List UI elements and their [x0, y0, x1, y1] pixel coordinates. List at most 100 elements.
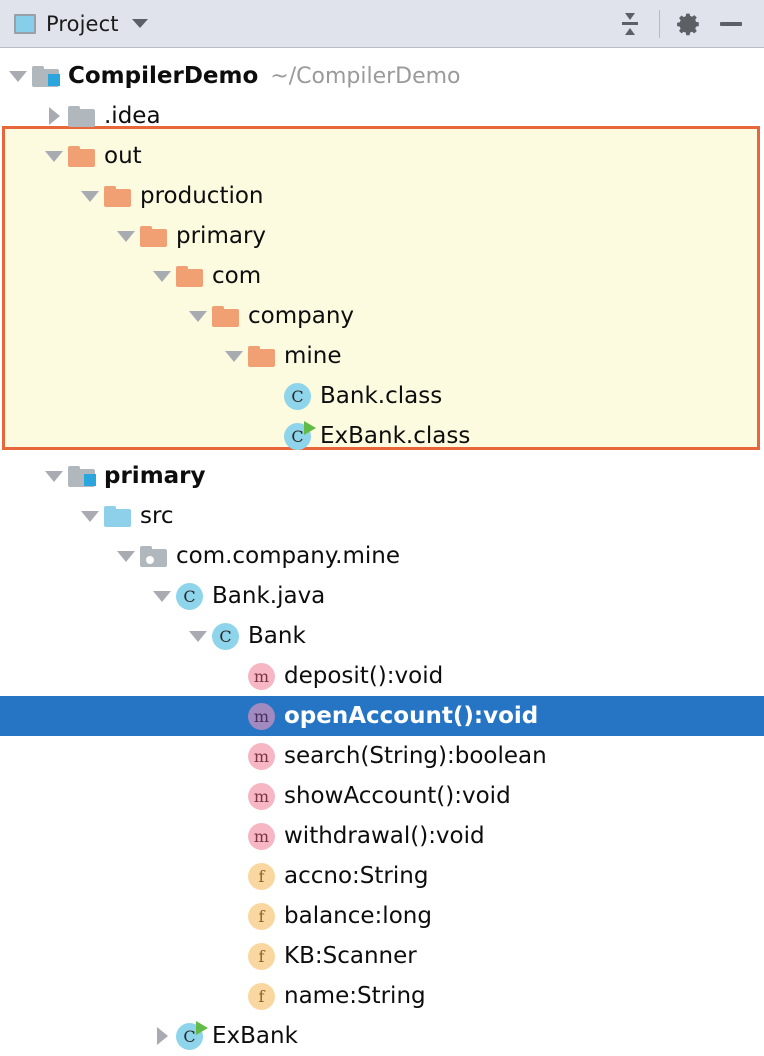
- field-icon: f: [248, 856, 278, 896]
- field-icon: f: [248, 942, 275, 970]
- tree-toggle-placeholder: [220, 816, 248, 856]
- folder-icon: [248, 345, 275, 367]
- tree-row[interactable]: com: [0, 256, 764, 296]
- tree-row-label: Bank: [248, 623, 306, 649]
- tree-row-label: out: [104, 143, 142, 169]
- expand-arrow-icon[interactable]: [148, 256, 176, 296]
- tree-row[interactable]: CompilerDemo~/CompilerDemo: [0, 56, 764, 96]
- package-icon: [140, 545, 167, 567]
- expand-arrow-icon[interactable]: [220, 336, 248, 376]
- tree-toggle-placeholder: [220, 896, 248, 936]
- tree-toggle-placeholder: [220, 856, 248, 896]
- method-icon: m: [248, 736, 278, 776]
- folder-orange-icon: [68, 136, 98, 176]
- tree-row-label: deposit():void: [284, 663, 444, 689]
- source-folder-icon: [104, 505, 131, 527]
- class-icon: C: [176, 576, 206, 616]
- field-icon: f: [248, 862, 275, 890]
- folder-orange-icon: [140, 216, 170, 256]
- tree-row[interactable]: C Bank: [0, 616, 764, 656]
- class-runnable-icon: C: [176, 1016, 208, 1056]
- collapse-all-button[interactable]: [609, 4, 651, 44]
- tree-row[interactable]: com.company.mine: [0, 536, 764, 576]
- tree-row[interactable]: f balance:long: [0, 896, 764, 936]
- tree-row[interactable]: production: [0, 176, 764, 216]
- class-icon: C: [284, 382, 311, 410]
- tree-row[interactable]: src: [0, 496, 764, 536]
- project-tree[interactable]: CompilerDemo~/CompilerDemo.idea out produc…: [0, 48, 764, 1056]
- collapse-arrow-icon[interactable]: [148, 1016, 176, 1056]
- tree-row[interactable]: mine: [0, 336, 764, 376]
- expand-arrow-icon[interactable]: [184, 296, 212, 336]
- folder-orange-icon: [212, 296, 242, 336]
- toolbar-separator: [659, 9, 660, 38]
- tree-toggle-placeholder: [256, 416, 284, 456]
- tree-row-label: accno:String: [284, 863, 429, 889]
- expand-arrow-icon[interactable]: [4, 56, 32, 96]
- tree-row[interactable]: primary: [0, 216, 764, 256]
- tree-row-label: mine: [284, 343, 342, 369]
- tree-row-label: company: [248, 303, 355, 329]
- tree-row-label: CompilerDemo: [68, 63, 259, 89]
- tree-row[interactable]: f accno:String: [0, 856, 764, 896]
- tree-row-label: balance:long: [284, 903, 432, 929]
- expand-arrow-icon[interactable]: [148, 576, 176, 616]
- run-badge-icon: [196, 1020, 208, 1035]
- expand-arrow-icon[interactable]: [76, 176, 104, 216]
- method-icon: m: [248, 702, 275, 730]
- tree-row[interactable]: primary: [0, 456, 764, 496]
- collapse-all-icon: [622, 12, 638, 35]
- settings-button[interactable]: [668, 4, 710, 44]
- tool-window-title: Project: [46, 11, 119, 36]
- expand-arrow-icon[interactable]: [184, 616, 212, 656]
- tree-row-label: production: [140, 183, 264, 209]
- expand-arrow-icon[interactable]: [76, 496, 104, 536]
- folder-source-icon: [104, 496, 134, 536]
- tree-row-label: com: [212, 263, 262, 289]
- folder-icon: [68, 145, 95, 167]
- tree-row-label: name:String: [284, 983, 426, 1009]
- expand-arrow-icon[interactable]: [40, 136, 68, 176]
- module-badge-icon: [48, 73, 60, 86]
- tree-row[interactable]: company: [0, 296, 764, 336]
- class-icon: C: [284, 376, 314, 416]
- method-icon: m: [248, 822, 275, 850]
- tree-row[interactable]: f name:String: [0, 976, 764, 1016]
- collapse-arrow-icon[interactable]: [40, 96, 68, 136]
- tree-toggle-placeholder: [220, 696, 248, 736]
- tree-row-label: primary: [104, 463, 206, 489]
- minimize-button[interactable]: [710, 4, 752, 44]
- tool-window-header: Project: [0, 0, 764, 48]
- tree-row[interactable]: .idea: [0, 96, 764, 136]
- tree-row[interactable]: out: [0, 136, 764, 176]
- project-view-selector[interactable]: Project: [14, 12, 148, 36]
- field-icon: f: [248, 982, 275, 1010]
- folder-icon: [212, 305, 239, 327]
- tree-row-label: primary: [176, 223, 267, 249]
- expand-arrow-icon[interactable]: [112, 536, 140, 576]
- folder-icon: [176, 265, 203, 287]
- folder-orange-icon: [104, 176, 134, 216]
- chevron-down-icon[interactable]: [131, 19, 148, 28]
- tree-row-label: showAccount():void: [284, 783, 511, 809]
- class-icon: C: [212, 622, 239, 650]
- expand-arrow-icon[interactable]: [40, 456, 68, 496]
- minimize-icon: [720, 21, 742, 26]
- expand-arrow-icon[interactable]: [112, 216, 140, 256]
- method-icon: m: [248, 742, 275, 770]
- folder-icon: [68, 105, 95, 127]
- field-icon: f: [248, 902, 275, 930]
- folder-icon: [140, 225, 167, 247]
- field-icon: f: [248, 936, 278, 976]
- class-icon: C: [212, 616, 242, 656]
